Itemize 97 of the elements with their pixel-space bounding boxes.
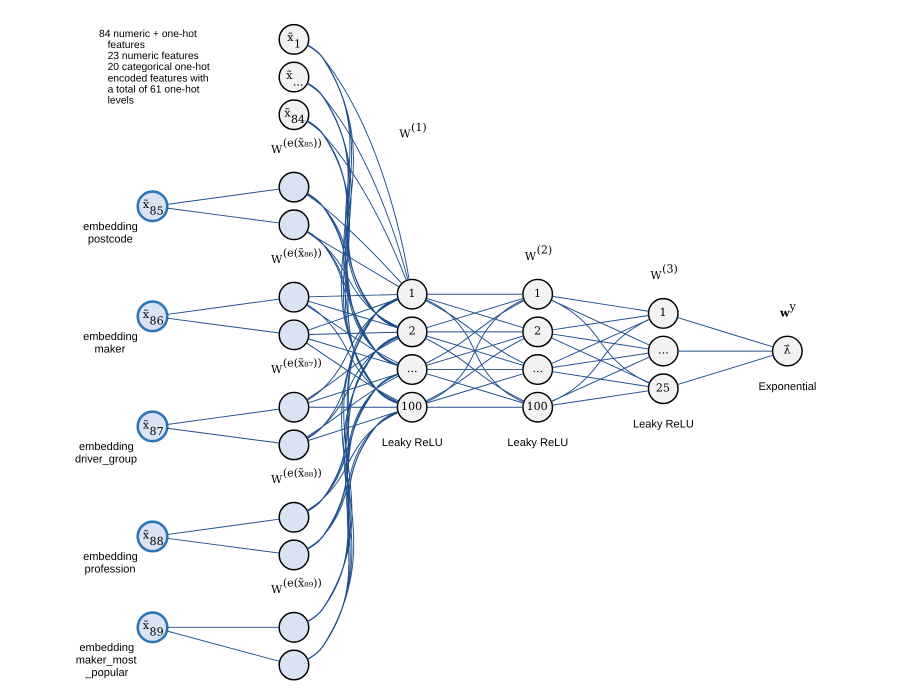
connector [677, 354, 774, 386]
connector [551, 356, 650, 402]
connector [551, 300, 650, 346]
connector [166, 630, 280, 662]
connector [307, 336, 398, 550]
connector [307, 374, 399, 550]
node-circle [278, 172, 310, 203]
connector [306, 336, 398, 439]
node-circle: 1 [522, 278, 554, 310]
node-circle [278, 319, 310, 350]
connector [426, 331, 524, 332]
connector [166, 298, 280, 315]
connector [552, 315, 650, 330]
connector [306, 230, 398, 366]
node-circle [278, 209, 310, 240]
label: 20 categorical one-hot encoded features with a total of 61 one-hot levels [108, 62, 210, 106]
node-circle [278, 282, 310, 313]
connector [166, 518, 280, 536]
node-circle [278, 612, 310, 643]
connector [307, 45, 410, 280]
connector [308, 406, 398, 408]
connector [306, 121, 407, 281]
connector [306, 83, 408, 280]
node-label: embedding maker [83, 331, 138, 356]
node-label: embedding maker_most _popular [76, 642, 137, 680]
connector [307, 193, 398, 366]
node-circle: 100 [522, 392, 554, 423]
node-label: Exponential [758, 380, 816, 393]
connector [166, 208, 280, 224]
label: 23 numeric features [108, 51, 199, 62]
connector [307, 120, 398, 328]
connector [307, 298, 398, 550]
connector [552, 390, 650, 406]
connector [551, 337, 650, 384]
node-circle: 100 [396, 392, 428, 423]
connector [426, 294, 524, 295]
connector [677, 317, 774, 348]
connector [166, 188, 280, 205]
connector [306, 375, 400, 438]
connector [166, 408, 280, 425]
connector [306, 232, 399, 328]
connector [307, 336, 399, 512]
node-circle: λ̂ [772, 336, 803, 367]
label: Leaky ReLU [507, 436, 568, 449]
connector [552, 296, 650, 312]
connector [678, 350, 773, 352]
node-circle: 2 [396, 316, 428, 348]
node-circle: 1 [648, 298, 679, 329]
connector [426, 336, 524, 366]
node-circle [278, 429, 310, 460]
connector [426, 373, 524, 404]
node-label: embedding driver_group [74, 441, 138, 466]
connector [166, 428, 280, 444]
connector [307, 230, 398, 404]
node-circle [278, 392, 310, 423]
connector [308, 338, 398, 366]
connector [551, 300, 650, 384]
connector [307, 412, 398, 549]
node-circle: 2 [522, 316, 554, 348]
connector [308, 373, 398, 404]
node-label: embedding profession [83, 551, 138, 576]
node-circle: ... [522, 354, 554, 386]
connector [166, 318, 280, 334]
connector [426, 406, 524, 408]
connector [552, 371, 650, 388]
connector [308, 332, 398, 335]
connector [307, 411, 398, 622]
connector [166, 538, 280, 554]
connector [166, 626, 280, 628]
connector [307, 374, 398, 512]
connector [307, 298, 398, 512]
connector [552, 334, 650, 350]
connector [308, 294, 398, 298]
connector [426, 369, 524, 370]
node-label: embedding postcode [83, 220, 138, 246]
label: 84 numeric + one-hot features [98, 28, 197, 52]
connector [307, 298, 398, 439]
connector [306, 412, 399, 511]
node-circle: 1 [396, 278, 428, 310]
node-circle [278, 649, 310, 680]
connector [306, 304, 399, 364]
connector [552, 352, 650, 368]
connector [306, 232, 400, 288]
label: Leaky ReLU [632, 418, 694, 431]
node-circle [278, 502, 310, 533]
connector [426, 299, 524, 403]
node-circle: 25 [648, 373, 679, 404]
node-circle [278, 539, 310, 570]
connector [306, 194, 402, 284]
connector [551, 318, 650, 364]
connector [307, 192, 398, 404]
node-circle: ... [396, 354, 428, 386]
node-circle: ... [648, 336, 679, 367]
connector [551, 318, 650, 402]
connector [306, 193, 398, 328]
label: Leaky ReLU [382, 436, 443, 449]
connector [426, 298, 524, 328]
